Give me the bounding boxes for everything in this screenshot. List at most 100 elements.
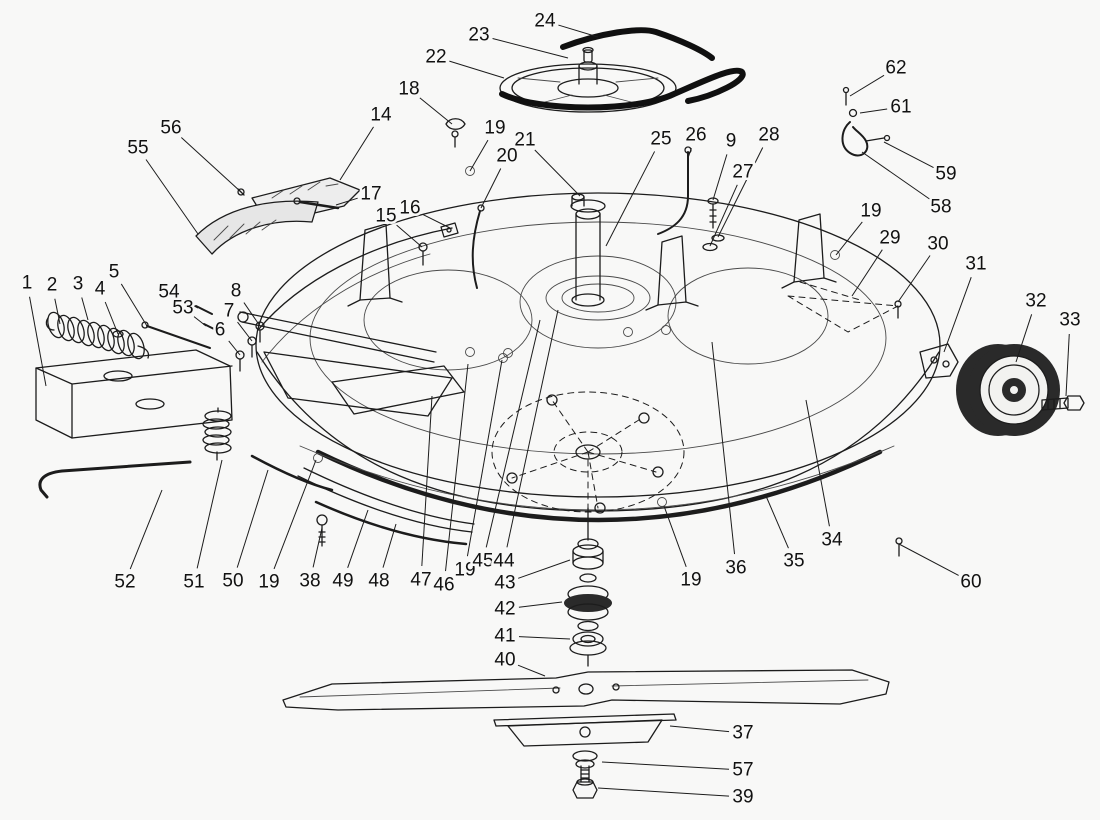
callout-number: 49 [332,571,353,592]
callout-leader-line [506,309,559,548]
callout-number: 30 [927,234,948,255]
callout-number: 36 [725,558,746,579]
callout-leader-line [419,97,453,125]
callout-leader-line [712,154,728,201]
front-baffle [195,177,361,255]
wheel-bolt [1041,395,1085,411]
callout-4: 4 [92,276,119,335]
callout-leader-line [883,141,934,169]
callout-32: 32 [1015,288,1049,363]
drive-belt [499,27,746,111]
callout-61: 61 [859,94,914,120]
callout-number: 38 [299,571,320,592]
callout-leader-line [597,787,730,797]
callout-48: 48 [366,523,397,594]
callout-number: 47 [410,570,431,591]
callout-1: 1 [19,270,47,387]
callout-leader-line [663,505,687,568]
callout-number: 27 [732,162,753,183]
callout-number: 45 [472,551,493,572]
callout-leader-line [601,761,730,770]
callout-6: 6 [212,317,241,356]
callout-number: 55 [127,138,148,159]
callout-number: 2 [47,275,58,296]
callout-46: 46 [431,363,469,598]
callout-number: 6 [215,320,226,341]
hanger-bracket-housing [35,349,233,439]
callout-38: 38 [297,527,323,594]
callout-21: 21 [512,127,581,197]
callout-number: 19 [258,572,279,593]
lift-rod [38,460,192,499]
callout-number: 19 [454,560,475,581]
callout-number: 19 [680,570,701,591]
callout-leader-line [711,341,736,555]
callout-number: 5 [109,262,120,283]
callout-leader-line [492,38,569,59]
callout-27: 27 [709,159,756,247]
callout-leader-line [236,469,269,568]
callout-24: 24 [532,8,599,38]
callout-number: 53 [172,298,193,319]
lower-baffles [250,454,475,547]
callout-leader-line [54,298,61,325]
callout-number: 56 [160,118,181,139]
callout-49: 49 [330,509,369,594]
callout-17: 17 [335,181,384,207]
callout-number: 42 [494,599,515,620]
callout-20: 20 [480,143,520,209]
callout-23: 23 [466,22,569,59]
callout-29: 29 [851,225,903,297]
callout-number: 7 [224,301,235,322]
callout-leader-line [237,321,253,342]
callout-number: 48 [368,571,389,592]
callout-leader-line [897,255,931,303]
callout-number: 60 [960,572,981,593]
deck-edge-bracket [919,343,959,379]
callout-leader-line [765,495,789,549]
callout-number: 22 [425,47,446,68]
callout-leader-line [396,224,423,248]
callout-58: 58 [861,151,954,220]
callout-leader-line [382,523,397,568]
callout-leader-line [181,298,199,309]
callout-number: 24 [534,11,556,32]
callout-leader-line [180,137,242,193]
callout-36: 36 [711,341,749,581]
callout-leader-line [480,168,502,209]
mower-blade [282,669,890,711]
callout-leader-line [851,249,883,297]
callout-34: 34 [805,399,845,553]
callout-44: 44 [491,309,559,574]
callout-leader-line [339,126,374,181]
callout-leader-line [129,489,163,570]
callout-33: 33 [1057,307,1083,397]
callout-19: 19 [256,459,317,595]
callout-5: 5 [106,259,148,327]
callout-leader-line [517,664,546,677]
extension-spring [45,311,150,360]
callout-leader-line [518,601,563,608]
callout-62: 62 [849,55,909,97]
callout-37: 37 [669,720,756,746]
callout-leader-line [1065,333,1070,397]
callout-2: 2 [44,272,61,325]
small-hardware [293,118,903,557]
callout-leader-line [518,636,571,640]
callout-number: 39 [732,787,753,808]
callout-22: 22 [423,44,505,79]
callout-leader-line [898,543,959,576]
callout-50: 50 [220,469,269,594]
callout-leader-line [466,359,503,557]
callout-35: 35 [765,495,807,574]
callout-number: 35 [783,551,804,572]
deck-top-details [309,166,887,507]
callout-60: 60 [898,543,984,595]
callout-leader-line [943,276,972,353]
callout-number: 19 [860,201,881,222]
blade-bolt [572,750,598,799]
callout-15: 15 [373,203,423,248]
callout-19: 19 [835,198,884,256]
callout-53: 53 [170,295,207,327]
